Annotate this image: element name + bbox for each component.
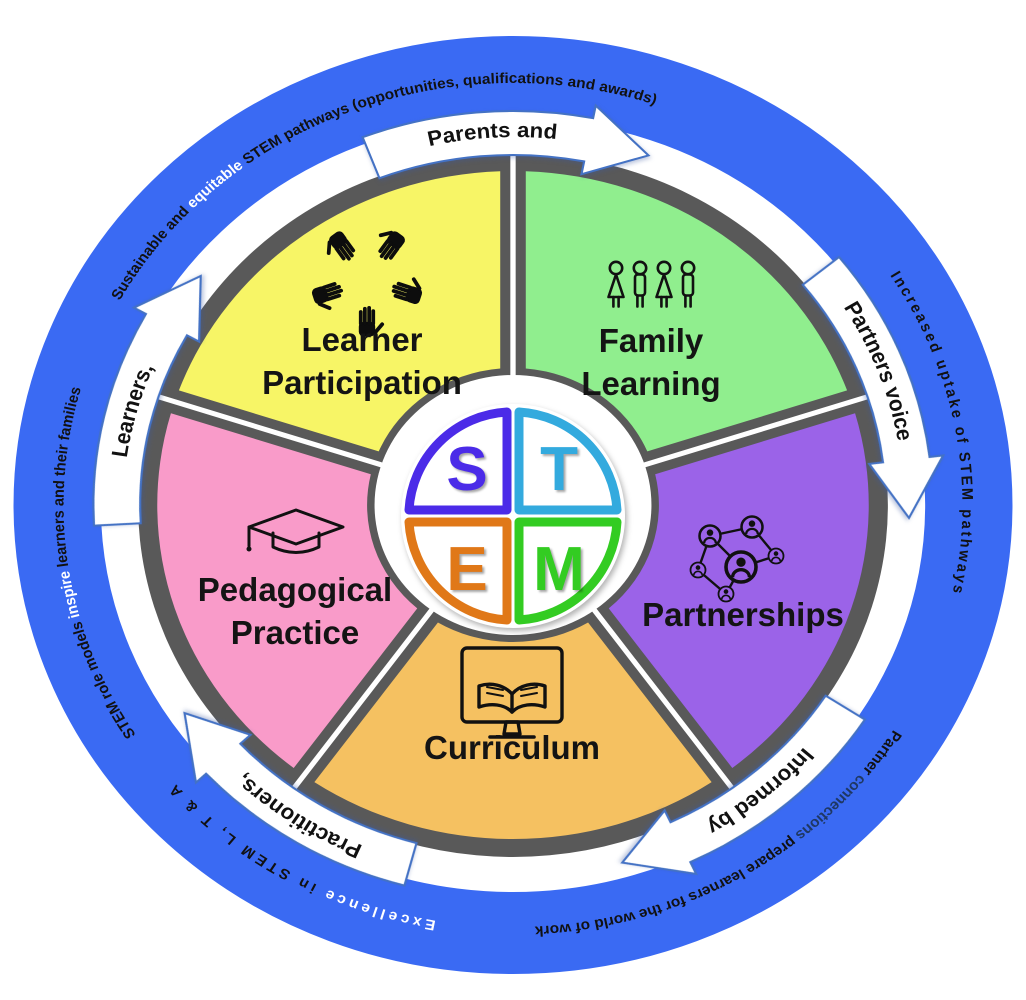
stem-letter-t: T xyxy=(540,435,578,504)
segment-label-line: Partnerships xyxy=(642,596,844,633)
divider-stripe xyxy=(589,604,735,790)
segment-label-line: Practice xyxy=(231,614,359,651)
segment-content-pedagogical-practice: Pedagogical Practice xyxy=(198,508,392,651)
segment-family-learning xyxy=(525,171,848,452)
segment-label-line: Learning xyxy=(581,365,720,402)
segment-content-partnerships: Partnerships xyxy=(642,515,844,633)
divider-stripe xyxy=(638,394,869,469)
network-icon xyxy=(689,515,785,603)
stem-logo-quadrant-s xyxy=(404,407,512,515)
stem-logo-quadrant-m xyxy=(514,517,622,625)
segment-partnerships xyxy=(608,413,869,768)
monitor-book-icon xyxy=(460,646,564,739)
segment-label-line: Pedagogical xyxy=(198,571,392,608)
stem-letter-s: S xyxy=(446,435,487,504)
mortarboard-icon xyxy=(246,508,345,554)
stem-logo-quadrant-t xyxy=(514,407,622,515)
divider-stripe xyxy=(291,604,437,790)
segment-content-family-learning: Family Learning xyxy=(581,260,721,402)
wheel-segments xyxy=(157,171,869,840)
outer-ring xyxy=(13,36,1013,974)
arrow-parents-and: Parents and xyxy=(361,104,650,180)
segment-curriculum xyxy=(314,622,712,840)
segment-pedagogical-practice xyxy=(157,413,418,768)
stem-logo-quadrant-e xyxy=(404,517,512,625)
segment-label-line: Curriculum xyxy=(424,729,600,766)
family-icon xyxy=(607,260,696,308)
stem-logo-background xyxy=(401,404,625,628)
stem-logo: S T E M xyxy=(401,404,625,628)
segment-label-line: Learner xyxy=(301,321,422,358)
segment-label-line: Family xyxy=(599,322,704,359)
segment-learner-participation xyxy=(178,171,501,452)
divider-stripe xyxy=(157,394,388,469)
stem-letter-e: E xyxy=(446,535,487,604)
segment-content-learner-participation: Learner Participation xyxy=(262,223,462,401)
stem-letter-m: M xyxy=(533,535,585,604)
segment-label-line: Participation xyxy=(262,364,462,401)
segment-content-curriculum: Curriculum xyxy=(424,646,600,766)
